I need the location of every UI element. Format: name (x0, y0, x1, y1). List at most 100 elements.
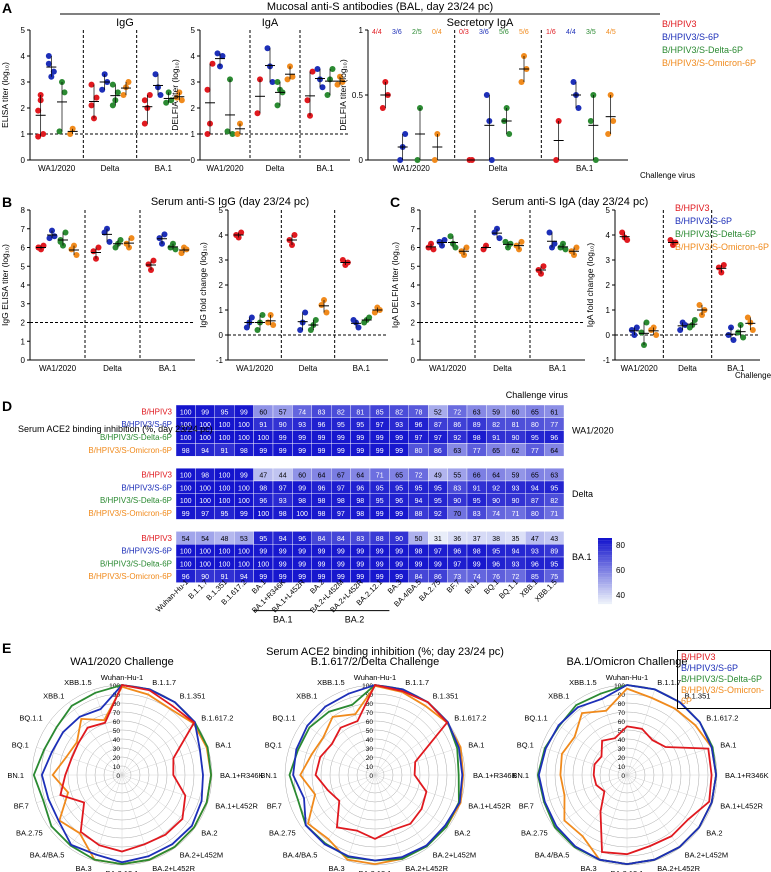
heatmap-value: 99 (376, 549, 384, 556)
heatmap-value: 60 (298, 473, 306, 480)
heatmap-row-label: B/HPIV3 (141, 534, 172, 543)
heatmap-value: 95 (376, 498, 384, 505)
heatmap-value: 94 (531, 485, 539, 492)
panel-a-fraction: 1/6 (546, 29, 556, 36)
colorbar-segment (598, 542, 612, 545)
radar-axis-label: BN.1 (512, 771, 529, 780)
radar-series (40, 684, 204, 864)
panel-b-elisa-tick-label: 7 (21, 225, 26, 234)
panel-a-igg-dot (120, 92, 127, 98)
radar-axis-label: BA.3 (328, 864, 344, 872)
radar-spoke (68, 774, 123, 848)
heatmap-value: 99 (356, 435, 364, 442)
panel-b-fold-tick-label: 4 (219, 231, 224, 240)
heatmap-value: 97 (434, 549, 442, 556)
heatmap-value: 98 (337, 498, 345, 505)
radar-spoke (321, 774, 376, 848)
heatmap-value: 99 (298, 574, 306, 581)
legend-bc: B/HPIV3 B/HPIV3/S-6P B/HPIV3/S-Delta-6P … (675, 202, 769, 254)
panel-a-iga-dot (204, 86, 211, 93)
panel-a-siga-dot (553, 157, 560, 163)
radar-axis-label: BA.2.12.1 (359, 869, 392, 872)
heatmap-challenge-label: Challenge virus (506, 390, 569, 400)
panel-a-siga-dot (610, 118, 617, 124)
radar-ring-tick: 70 (113, 710, 121, 717)
radar-spoke (49, 721, 123, 776)
heatmap-value: 43 (550, 536, 558, 543)
panel-a-siga-dot (518, 79, 525, 85)
panel-a-fraction: 0/3 (459, 29, 469, 36)
panel-c-delfia-tick-label: 6 (411, 244, 416, 253)
panel-a-igg-dot (61, 89, 68, 96)
panel-a-igg-tick-label: 4 (21, 52, 26, 61)
panel-a-igg-tick-label: 1 (21, 130, 26, 139)
panel-c-delfia-tick-label: 5 (411, 262, 416, 271)
panel-a-iga-tick-label: 2 (191, 104, 196, 113)
heatmap-value: 94 (279, 536, 287, 543)
panel-b-elisa-dot (62, 229, 69, 236)
radar-axis-label: BF.7 (267, 801, 282, 810)
heatmap-value: 65 (531, 409, 539, 416)
radar-ring-tick: 30 (618, 746, 626, 753)
colorbar-segment (598, 562, 612, 565)
panel-a-igg-ylabel: ELISA titer (log₁₀) (0, 62, 10, 128)
radar-axis-label: BA.1+R346K (220, 771, 264, 780)
legend-e-omicron: B/HPIV3/S-Omicron-6P (681, 685, 765, 706)
radar-ring-tick: 10 (366, 764, 374, 771)
panel-b-elisa-tick-label: 4 (21, 281, 26, 290)
heatmap-value: 72 (453, 409, 461, 416)
panel-c-delfia-dot (518, 238, 525, 245)
legend-bc-hpiv3: B/HPIV3 (675, 203, 710, 213)
heatmap-value: 96 (318, 422, 326, 429)
colorbar-segment (598, 582, 612, 585)
heatmap-value: 76 (492, 574, 500, 581)
heatmap-value: 99 (337, 435, 345, 442)
radar-spoke (626, 774, 713, 804)
radar-spoke (374, 774, 448, 829)
radar-spoke (121, 774, 151, 861)
heatmap-value: 100 (219, 498, 231, 505)
colorbar-segment (598, 586, 612, 589)
heatmap-block-label: WA1/2020 (572, 426, 614, 436)
panel-b-fold-tick-label: 1 (219, 306, 224, 315)
panel-a-iga-title: IgA (262, 17, 279, 29)
heatmap-value: 99 (279, 549, 287, 556)
heatmap-value: 100 (180, 549, 192, 556)
heatmap-value: 91 (473, 485, 481, 492)
panel-b-fold-dot (291, 232, 298, 238)
panel-b-elisa-tick-label: 6 (21, 244, 26, 253)
heatmap-value: 99 (298, 549, 306, 556)
heatmap-value: 74 (298, 409, 306, 416)
heatmap-value: 99 (279, 435, 287, 442)
radar-axis-label: BF.7 (519, 801, 534, 810)
heatmap-value: 53 (240, 536, 248, 543)
heatmap-value: 96 (356, 485, 364, 492)
panel-a-fraction: 4/5 (606, 29, 616, 36)
panel-a-igg-tick-label: 3 (21, 78, 26, 87)
panel-a-siga-dot (379, 105, 386, 111)
heatmap-value: 100 (238, 549, 250, 556)
panel-a-iga-xlabel: BA.1 (316, 164, 334, 173)
panel-a-igg-dot (173, 94, 180, 101)
heatmap-value: 100 (199, 435, 211, 442)
radar-spoke (36, 746, 123, 776)
radar-ring-tick: 20 (618, 755, 626, 762)
panel-a-igg-dot (141, 97, 148, 104)
radar-axis-label: BQ.1.1 (272, 713, 295, 722)
heatmap-value: 99 (376, 448, 384, 455)
panel-a-siga-dot (397, 157, 404, 163)
heatmap-value: 93 (531, 549, 539, 556)
panel-c-delfia-dot (441, 237, 448, 243)
colorbar-segment (598, 546, 612, 550)
panel-c-fold-dot (720, 262, 727, 268)
colorbar-tick: 60 (616, 566, 625, 575)
heatmap-value: 82 (492, 422, 500, 429)
radar-ring-tick: 30 (366, 746, 374, 753)
legend-bc-s6p: B/HPIV3/S-6P (675, 216, 733, 226)
radar-spoke (598, 689, 628, 776)
colorbar-segment (598, 595, 612, 598)
panel-c-delfia-tick-label: 1 (411, 337, 416, 346)
heatmap-value: 99 (356, 561, 364, 568)
panel-b-elisa-dot (90, 248, 97, 255)
